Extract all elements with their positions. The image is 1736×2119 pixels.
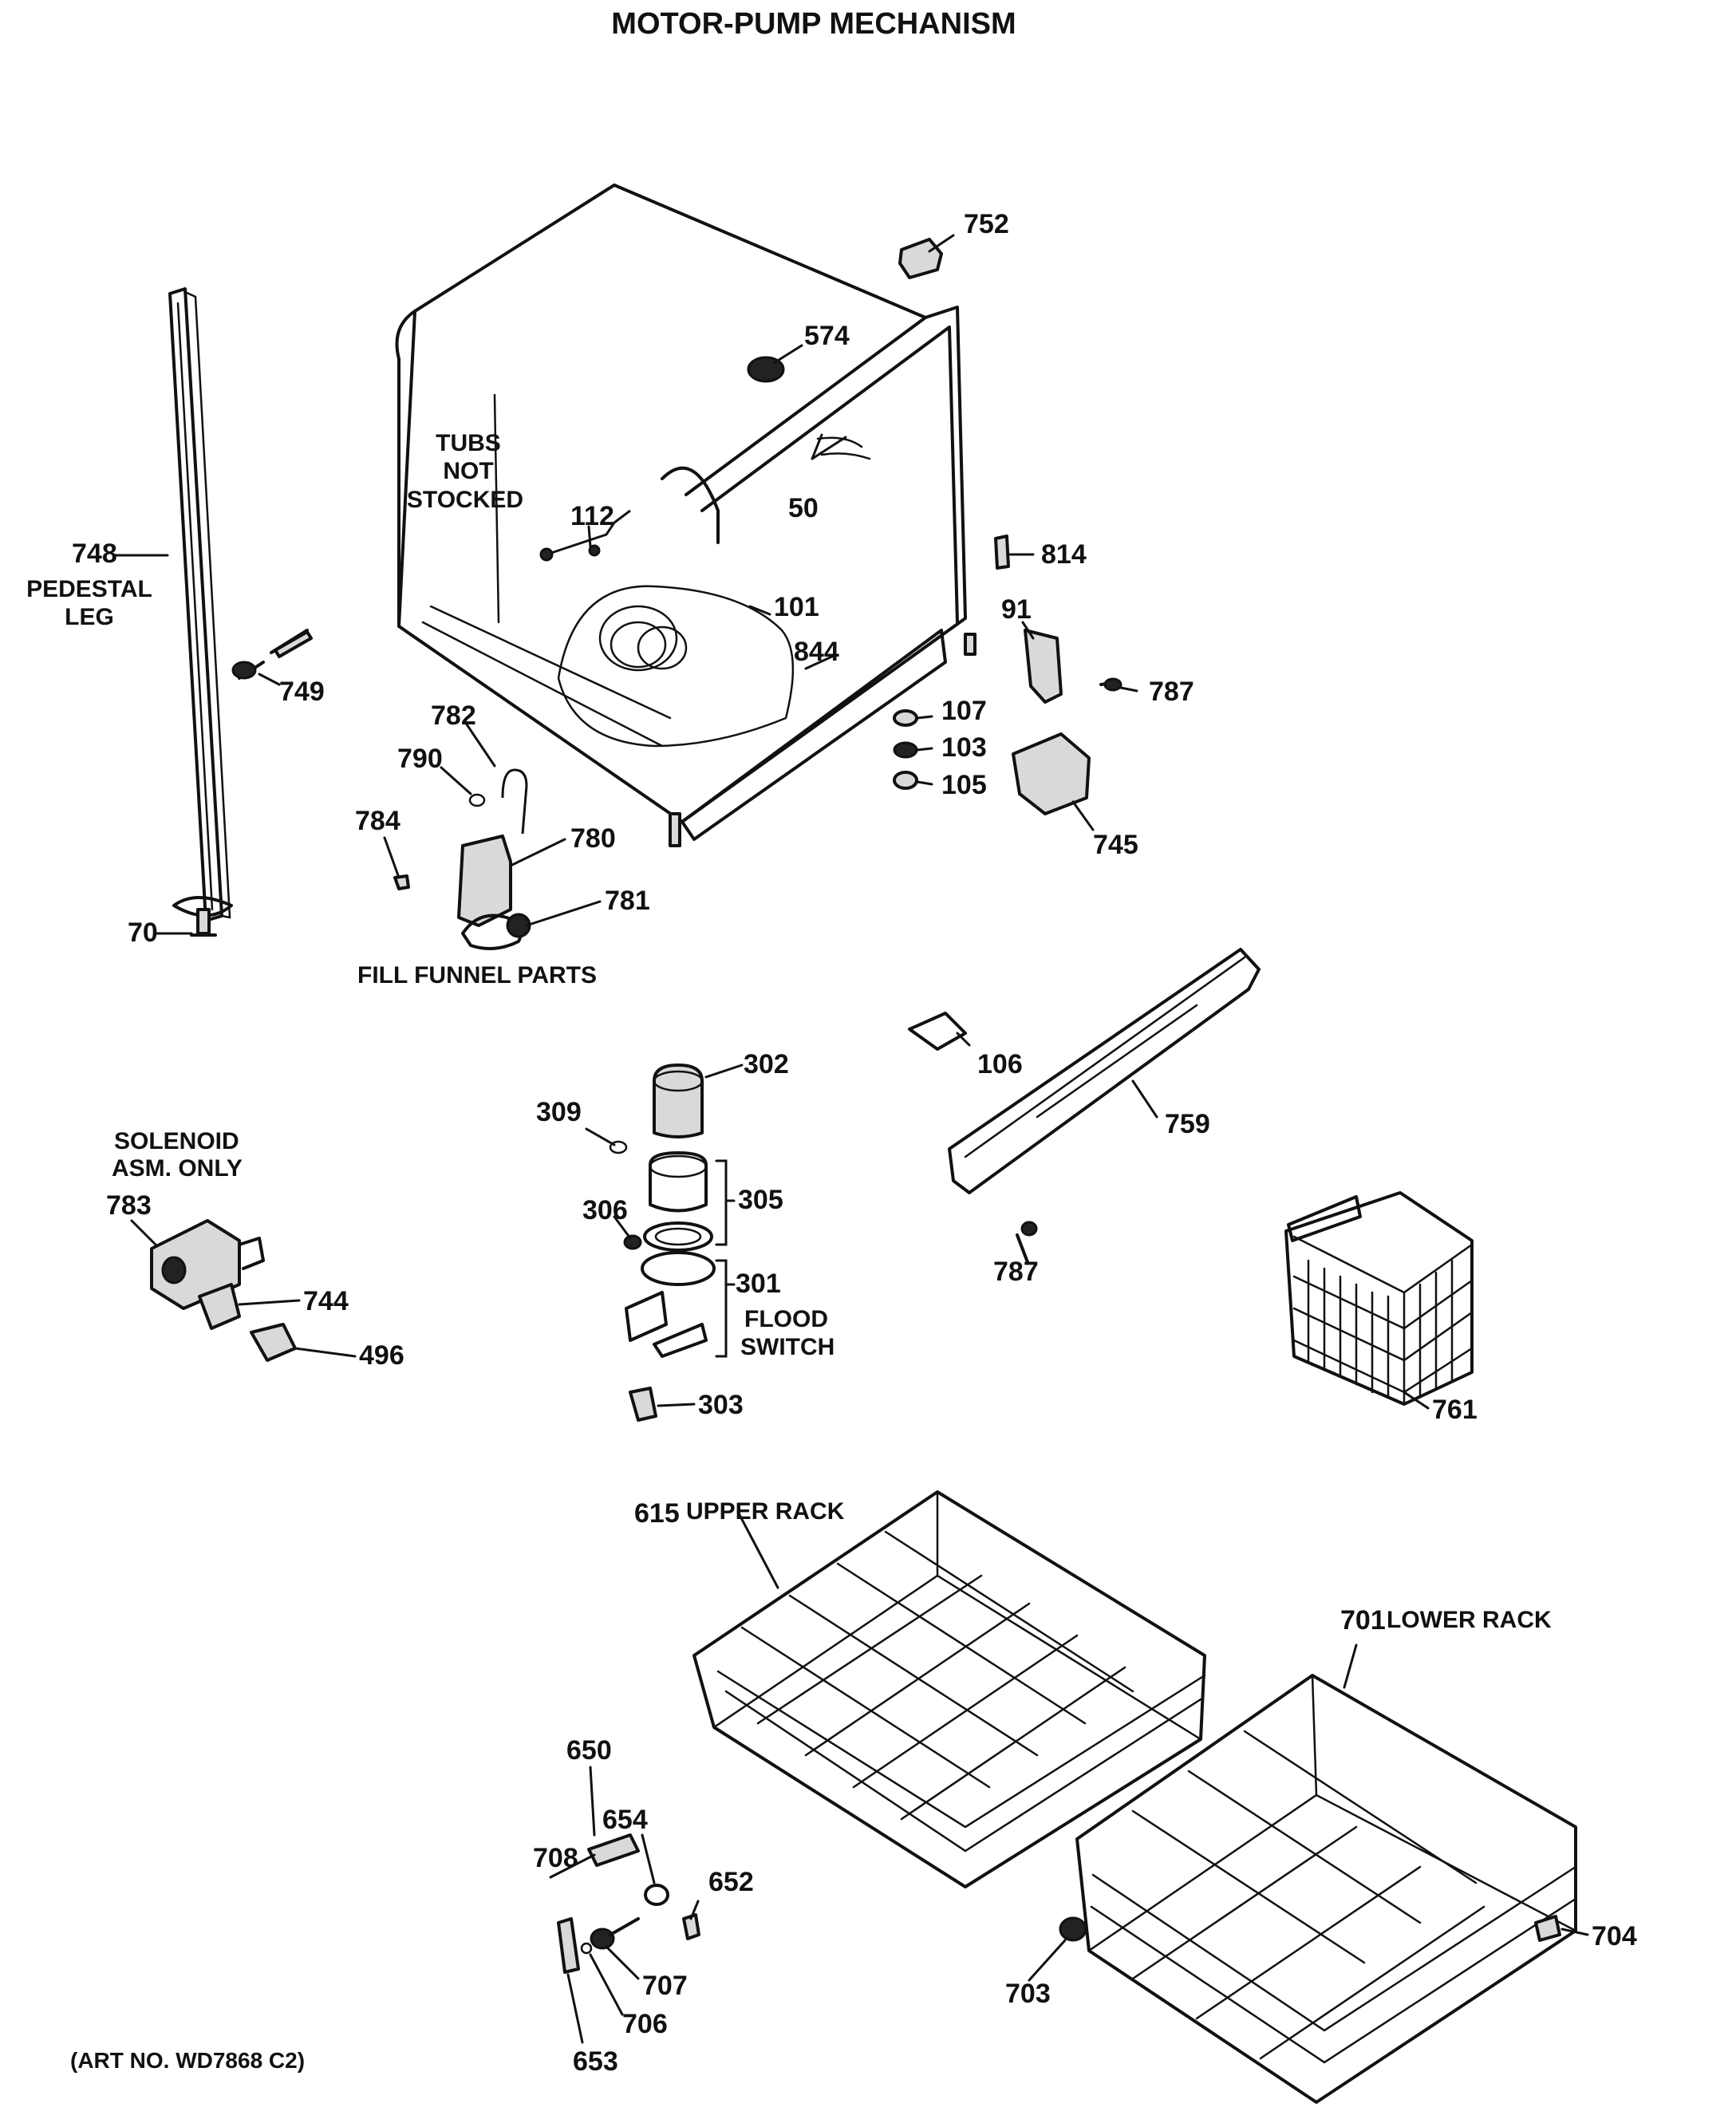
part-91: 91 bbox=[1001, 594, 1032, 625]
tub-drawing bbox=[395, 183, 977, 847]
part-787-lower: 787 bbox=[993, 1257, 1039, 1287]
fill-funnel-drawing bbox=[393, 768, 531, 950]
part-306: 306 bbox=[582, 1195, 628, 1225]
part-752: 752 bbox=[964, 209, 1009, 239]
hinge-and-bracket-parts bbox=[893, 238, 1122, 815]
part-780: 780 bbox=[570, 823, 616, 854]
part-301: 301 bbox=[736, 1269, 781, 1299]
caption-flood-line1: FLOOD bbox=[744, 1306, 828, 1332]
caption-flood-line2: SWITCH bbox=[740, 1334, 834, 1360]
part-704: 704 bbox=[1592, 1921, 1637, 1951]
part-759: 759 bbox=[1165, 1109, 1210, 1139]
part-708: 708 bbox=[533, 1843, 578, 1873]
part-701: 701 bbox=[1340, 1605, 1386, 1636]
caption-pedestal-line2: LEG bbox=[65, 604, 114, 630]
part-number-labels: 752 574 50 112 101 814 91 787 844 107 10… bbox=[72, 209, 1637, 2077]
part-749: 749 bbox=[279, 677, 325, 707]
part-814: 814 bbox=[1041, 539, 1087, 570]
part-703: 703 bbox=[1005, 1979, 1051, 2009]
silverware-basket-drawing bbox=[1284, 1191, 1474, 1406]
part-745: 745 bbox=[1093, 830, 1138, 860]
part-761: 761 bbox=[1432, 1395, 1478, 1425]
part-844: 844 bbox=[794, 637, 839, 667]
caption-tubs-line3: STOCKED bbox=[407, 487, 523, 513]
caption-fill-funnel: FILL FUNNEL PARTS bbox=[357, 962, 597, 988]
part-574: 574 bbox=[804, 321, 850, 351]
caption-lower-rack: LOWER RACK bbox=[1387, 1607, 1552, 1633]
solenoid-drawing bbox=[150, 1219, 297, 1362]
part-707: 707 bbox=[642, 1971, 688, 2001]
diagram-title: MOTOR-PUMP MECHANISM bbox=[611, 7, 1016, 41]
part-654: 654 bbox=[602, 1805, 648, 1835]
lower-rack-drawing bbox=[1075, 1674, 1577, 2104]
part-790: 790 bbox=[397, 744, 443, 774]
part-103: 103 bbox=[941, 732, 987, 763]
art-number: (ART NO. WD7868 C2) bbox=[70, 2048, 305, 2073]
part-106: 106 bbox=[977, 1049, 1023, 1079]
pedestal-leg-drawing bbox=[168, 287, 233, 937]
part-748: 748 bbox=[72, 539, 117, 569]
part-650: 650 bbox=[566, 1735, 612, 1766]
leveling-bolt-drawing bbox=[231, 629, 313, 680]
part-309: 309 bbox=[536, 1097, 582, 1127]
part-302: 302 bbox=[744, 1049, 789, 1079]
part-105: 105 bbox=[941, 770, 987, 800]
caption-upper-rack: UPPER RACK bbox=[686, 1498, 845, 1525]
part-744: 744 bbox=[303, 1286, 349, 1316]
leader-lines bbox=[112, 234, 1589, 2044]
part-107: 107 bbox=[941, 696, 987, 726]
part-305: 305 bbox=[738, 1185, 783, 1215]
part-783: 783 bbox=[106, 1190, 152, 1221]
part-101: 101 bbox=[774, 592, 819, 622]
part-781: 781 bbox=[605, 886, 650, 916]
part-112: 112 bbox=[570, 501, 614, 531]
part-652: 652 bbox=[708, 1867, 754, 1897]
part-782: 782 bbox=[431, 700, 476, 731]
upper-rack-drawing bbox=[692, 1490, 1206, 1888]
caption-tubs-line2: NOT bbox=[443, 458, 493, 484]
part-496: 496 bbox=[359, 1340, 404, 1371]
caption-pedestal-line1: PEDESTAL bbox=[26, 576, 152, 602]
part-303: 303 bbox=[698, 1390, 744, 1420]
part-70: 70 bbox=[128, 917, 158, 948]
part-50: 50 bbox=[788, 493, 819, 523]
captions: TUBS NOT STOCKED PEDESTAL LEG FILL FUNNE… bbox=[26, 430, 1552, 2073]
part-653: 653 bbox=[573, 2046, 618, 2077]
caption-solenoid-line2: ASM. ONLY bbox=[112, 1155, 243, 1182]
part-615: 615 bbox=[634, 1498, 680, 1529]
rail-and-clip-drawing bbox=[908, 948, 1261, 1264]
part-787-upper: 787 bbox=[1149, 677, 1194, 707]
part-784: 784 bbox=[355, 806, 400, 836]
part-706: 706 bbox=[622, 2009, 668, 2039]
motor-pump-stack-drawing bbox=[609, 1063, 728, 1422]
rack-hardware-drawing bbox=[557, 1833, 1561, 1974]
caption-tubs-line1: TUBS bbox=[436, 430, 501, 456]
caption-solenoid-line1: SOLENOID bbox=[114, 1128, 239, 1154]
